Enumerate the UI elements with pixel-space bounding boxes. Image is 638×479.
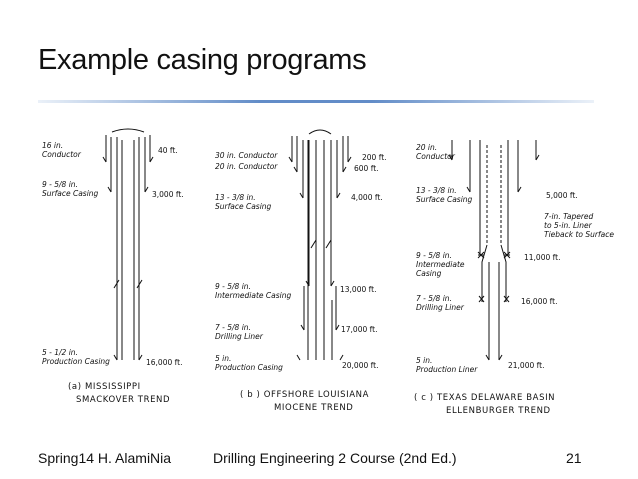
well-c-depth-4: 21,000 ft. (508, 361, 544, 370)
well-b-schematic (288, 129, 352, 361)
well-b-label-7: 7 - 5/8 in. (215, 323, 251, 332)
well-c-label-10: 5 in. (416, 356, 432, 365)
well-a-depth-3: 16,000 ft. (146, 358, 182, 367)
well-a-label-6: Production Casing (42, 357, 110, 366)
well-a-depth-2: 3,000 ft. (152, 190, 184, 199)
well-a-label-4: Surface Casing (42, 189, 99, 198)
well-b-label-10: Production Casing (215, 363, 283, 372)
well-a-caption-2: SMACKOVER TREND (76, 395, 170, 405)
well-b-depth-5: 17,000 ft. (341, 325, 377, 334)
well-b-caption-2: MIOCENE TREND (274, 403, 353, 413)
well-c-label-2: Conductor (416, 152, 456, 161)
well-b-caption-1: ( b ) OFFSHORE LOUISIANA (240, 390, 369, 400)
well-b-depth-6: 20,000 ft. (342, 361, 378, 370)
well-c-depth-2: 11,000 ft. (524, 253, 560, 262)
well-a-label-5: 5 - 1/2 in. (42, 348, 78, 357)
well-c-label-5: 9 - 5/8 in. (416, 251, 452, 260)
well-b-label-1: 30 in. Conductor (215, 151, 278, 160)
slide-title: Example casing programs (38, 44, 367, 76)
well-c-label-1: 20 in. (416, 143, 437, 152)
well-c-label-9: Drilling Liner (416, 303, 465, 312)
well-a-label-2: Conductor (42, 150, 82, 159)
well-b-label-3: 13 - 3/8 in. (215, 193, 256, 202)
well-a-label-3: 9 - 5/8 in. (42, 180, 78, 189)
well-c-label-4: Surface Casing (416, 195, 473, 204)
well-b-label-2: 20 in. Conductor (215, 162, 278, 171)
well-c-schematic (448, 140, 540, 361)
well-c-label-3: 13 - 3/8 in. (416, 186, 457, 195)
well-a-depth-1: 40 ft. (158, 146, 178, 155)
well-c-label-8: 7 - 5/8 in. (416, 294, 452, 303)
well-c-label-6: Intermediate (416, 260, 465, 269)
well-b-depth-4: 13,000 ft. (340, 285, 376, 294)
title-divider (38, 100, 594, 103)
well-c-caption-2: ELLENBURGER TREND (446, 406, 551, 416)
well-a-label-1: 16 in. (42, 141, 63, 150)
well-b-label-5: 9 - 5/8 in. (215, 282, 251, 291)
footer-course: Drilling Engineering 2 Course (2nd Ed.) (213, 450, 457, 466)
well-c-tieback-3: Tieback to Surface (544, 230, 614, 239)
well-c-depth-1: 5,000 ft. (546, 191, 578, 200)
well-b-label-4: Surface Casing (215, 202, 272, 211)
well-b-label-8: Drilling Liner (215, 332, 264, 341)
well-b-depth-2: 600 ft. (354, 164, 379, 173)
well-c-tieback-2: to 5-in. Liner (544, 221, 593, 230)
well-b-depth-1: 200 ft. (362, 153, 387, 162)
well-c-tieback-1: 7-in. Tapered (544, 212, 594, 221)
well-b-label-6: Intermediate Casing (215, 291, 291, 300)
well-a-schematic (102, 128, 154, 361)
well-c-label-7: Casing (416, 269, 442, 278)
well-c-depth-3: 16,000 ft. (521, 297, 557, 306)
well-b-depth-3: 4,000 ft. (351, 193, 383, 202)
well-c-caption-1: ( c ) TEXAS DELAWARE BASIN (414, 393, 555, 403)
well-c-label-11: Production Liner (416, 365, 478, 374)
page-number: 21 (566, 450, 582, 466)
well-a-caption-1: (a) MISSISSIPPI (68, 382, 141, 392)
footer-author: Spring14 H. AlamiNia (38, 450, 172, 466)
well-b-label-9: 5 in. (215, 354, 231, 363)
